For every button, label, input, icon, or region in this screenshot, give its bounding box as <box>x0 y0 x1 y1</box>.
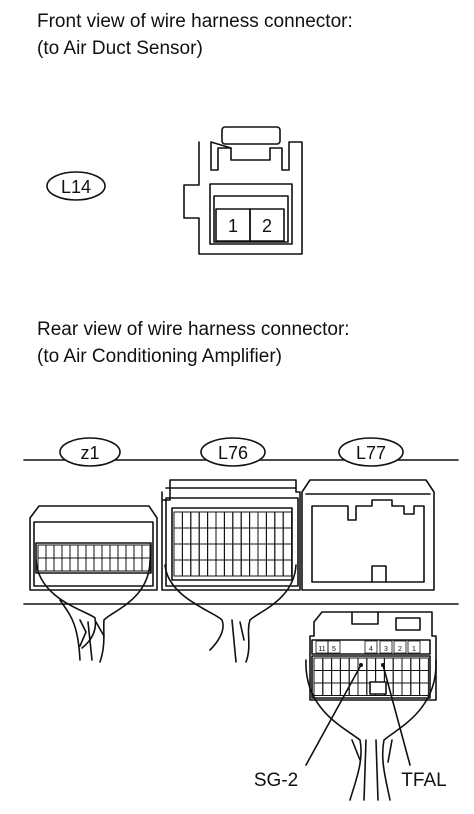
l77-top-pin-cell <box>379 640 393 654</box>
l77-top-pin-cell <box>327 640 341 654</box>
l77-connector-rear: 11 5 4 3 2 1 <box>305 611 437 801</box>
l77-top-pin-cell <box>364 640 378 654</box>
l77-top-pin-number: 11 <box>318 646 325 653</box>
l77-housing <box>301 479 435 591</box>
l14-connector: 1 2 <box>183 126 303 255</box>
l77-top-pin-number: 3 <box>384 646 388 653</box>
l14-label: L14 <box>46 171 106 201</box>
z1-label-text: z1 <box>80 443 99 463</box>
l14-pin-2: 2 <box>262 216 272 236</box>
l77-label: L77 <box>338 437 404 467</box>
tfal-terminal-label: TFAL <box>401 770 446 791</box>
sg2-terminal-label: SG-2 <box>254 770 298 791</box>
front-view-subtitle: (to Air Duct Sensor) <box>37 38 203 59</box>
l77-top-pin-cell <box>407 640 421 654</box>
l76-label-text: L76 <box>218 443 248 463</box>
rear-view-title: Rear view of wire harness connector: <box>37 319 350 340</box>
l77-cavity <box>419 682 429 696</box>
l77-top-pin-number: 4 <box>369 646 373 653</box>
l77-top-pin-number: 5 <box>332 646 336 653</box>
l77-top-pin-number: 1 <box>412 646 416 653</box>
sg2-leader-line <box>305 664 362 766</box>
l77-top-pin-number: 2 <box>398 646 402 653</box>
l76-label: L76 <box>200 437 266 467</box>
l77-top-pin-cell <box>393 640 407 654</box>
front-view-title: Front view of wire harness connector: <box>37 11 353 32</box>
z1-label: z1 <box>59 437 121 467</box>
rear-view-subtitle: (to Air Conditioning Amplifier) <box>37 346 282 367</box>
tfal-leader-line <box>382 664 411 766</box>
l76-connector <box>161 479 301 663</box>
rear-view-caption: Rear view of wire harness connector: (to… <box>37 316 350 370</box>
l77-label-text: L77 <box>356 443 386 463</box>
l14-pin-1: 1 <box>228 216 238 236</box>
z1-connector <box>29 505 158 663</box>
front-view-caption: Front view of wire harness connector: (t… <box>37 8 353 62</box>
l76-cavity <box>282 559 293 577</box>
l14-label-text: L14 <box>61 177 91 197</box>
